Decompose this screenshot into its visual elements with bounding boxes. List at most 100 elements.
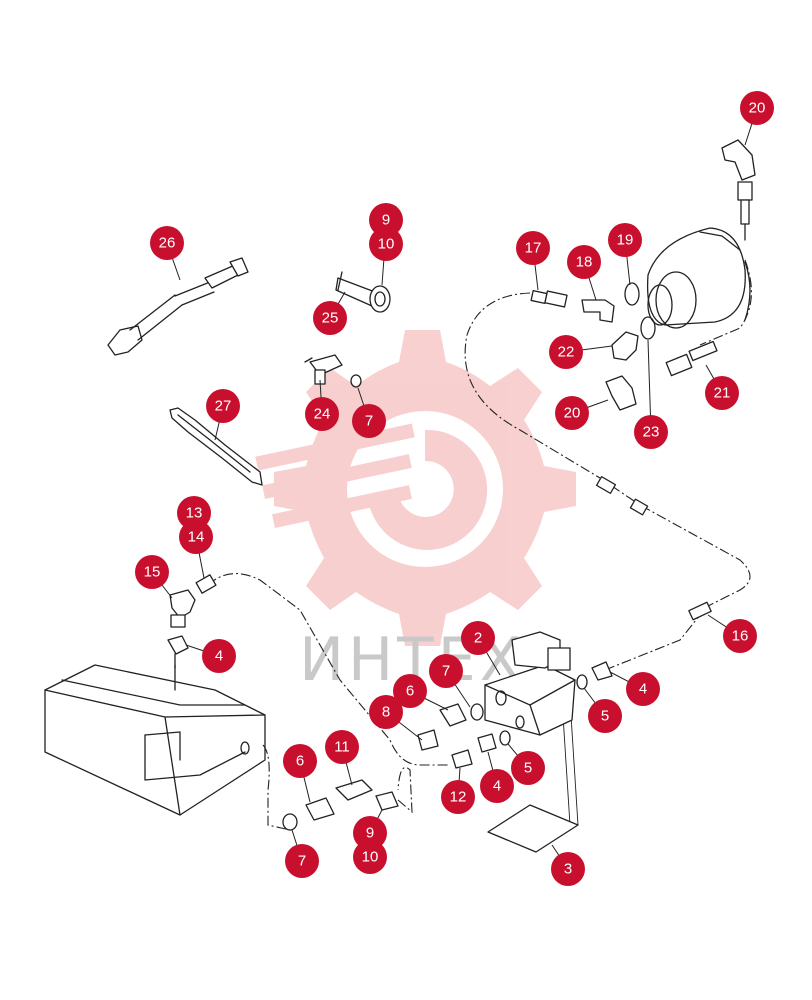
callout-label: 9 [366,825,374,842]
callout-8: 8 [369,695,403,729]
callout-label: 7 [442,663,450,680]
callout-14: 14 [179,520,213,554]
callout-label: 21 [714,385,731,402]
callout-4-right: 4 [626,672,660,706]
o-ring-5-right [576,674,588,690]
callout-label: 2 [474,630,482,647]
callout-9-bottom: 9 [353,816,387,850]
fitting-17 [530,290,568,308]
fitting-4-right [591,661,613,681]
callout-2: 2 [461,621,495,655]
elbow-22 [611,331,639,361]
callout-24: 24 [305,397,339,431]
o-ring-5-mid [499,730,511,746]
union-upper-b [629,498,649,516]
callout-11: 11 [325,730,359,764]
o-ring-7-bottom [282,813,298,831]
strap-27 [169,407,263,486]
callout-label: 3 [564,861,572,878]
motor-pump [646,227,751,329]
callout-6-bottom: 6 [283,744,317,778]
hose-26 [107,257,249,356]
valve-block-2 [484,631,576,736]
fitting-8 [417,729,439,751]
fitting-16 [688,601,712,621]
callout-5-right: 5 [588,699,622,733]
callout-12: 12 [441,780,475,814]
callout-label: 25 [322,310,339,327]
callout-label: 6 [296,753,304,770]
o-ring-7-top [350,374,362,388]
callout-label: 9 [382,212,390,229]
fitting-12 [451,749,473,769]
callout-17: 17 [516,231,550,265]
callout-15: 15 [135,555,169,589]
callout-label: 12 [450,789,467,806]
callout-label: 13 [186,505,203,522]
callout-22: 22 [549,335,583,369]
fitting-14 [195,574,217,594]
callout-26: 26 [150,226,184,260]
union-upper-a [595,476,617,494]
callout-23: 23 [634,415,668,449]
callout-label: 10 [362,849,379,866]
hydraulic-line-motor [699,259,752,346]
callout-25: 25 [313,301,347,335]
callout-4-tank: 4 [202,639,236,673]
callout-20-top: 20 [740,91,774,125]
callout-label: 4 [639,681,647,698]
callout-label: 20 [749,100,766,117]
callout-19: 19 [608,223,642,257]
callout-label: 10 [378,236,395,253]
callout-label: 7 [365,413,373,430]
callout-label: 4 [215,648,223,665]
callout-6-mid: 6 [393,674,427,708]
hydraulic-line-left [207,573,450,766]
callout-27: 27 [206,389,240,423]
tee-11 [335,779,373,801]
elbow-20-lower [605,375,637,411]
fitting-4-mid [477,733,497,753]
callout-label: 16 [732,628,749,645]
o-ring-19 [624,282,640,306]
callout-label: 6 [406,683,414,700]
callout-label: 5 [524,760,532,777]
hydraulic-line-tank [262,744,291,831]
hydraulic-line-upper [464,292,751,611]
elbow-18 [581,299,615,323]
callout-3: 3 [551,852,585,886]
callout-label: 17 [525,240,542,257]
fitting-9-bottom [375,791,399,811]
callout-label: 4 [493,778,501,795]
callout-label: 14 [188,529,205,546]
callout-label: 26 [159,235,176,252]
callout-label: 22 [558,344,575,361]
elbow-fitting-20-top [721,139,756,241]
callout-4-mid: 4 [480,769,514,803]
callout-18: 18 [567,245,601,279]
callout-label: 19 [617,232,634,249]
callout-7-top: 7 [352,404,386,438]
callout-20-lower: 20 [555,396,589,430]
callout-label: 24 [314,406,331,423]
callout-21: 21 [705,376,739,410]
callout-5-mid: 5 [511,751,545,785]
o-ring-7-mid [470,703,484,721]
callout-label: 18 [576,254,593,271]
callout-label: 15 [144,564,161,581]
callout-label: 23 [643,424,660,441]
hydraulic-line-valve-return [604,614,701,671]
callout-7-mid: 7 [429,654,463,688]
elbow-15 [169,589,196,628]
callout-9-top: 9 [369,203,403,237]
hydraulic-tank [44,664,266,816]
callout-label: 7 [298,853,306,870]
watermark-gear-logo [255,330,576,646]
callout-label: 5 [601,708,609,725]
callout-7-bottom: 7 [285,844,319,878]
banjo-bolt-25 [335,271,391,313]
callout-16: 16 [723,619,757,653]
plate-3 [487,804,579,853]
callout-10-bottom: 10 [353,840,387,874]
